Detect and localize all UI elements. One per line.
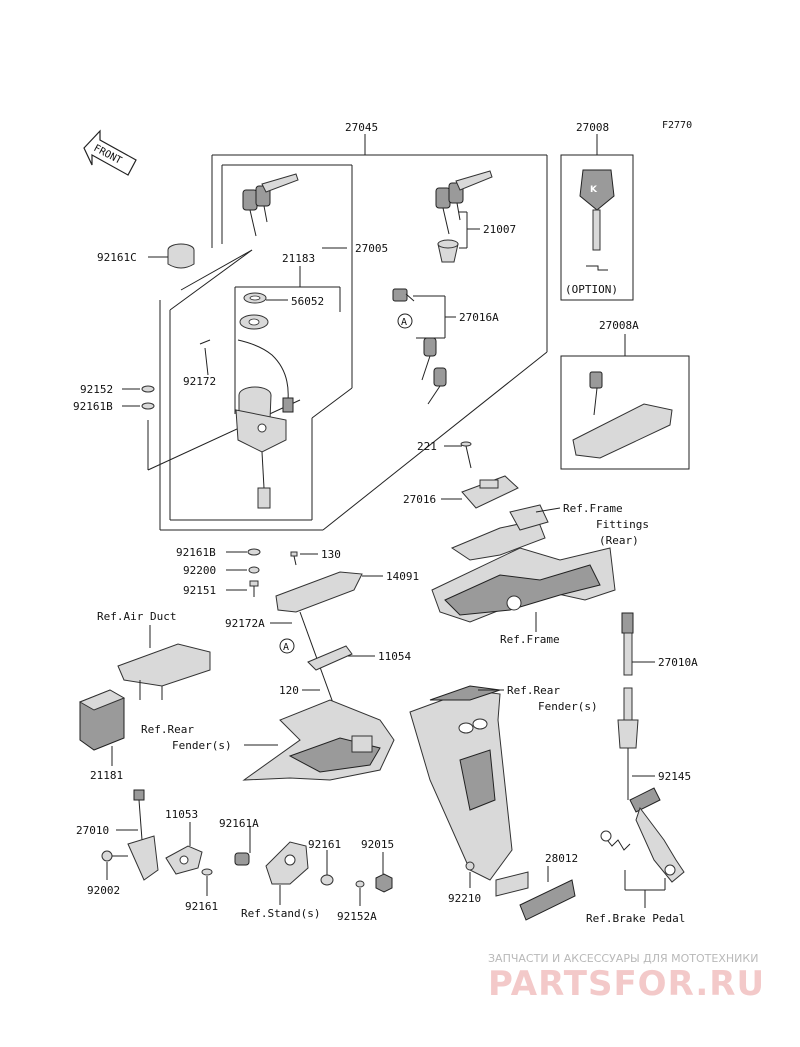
washer-92200-icon <box>248 566 260 574</box>
washer-mid-icon <box>247 548 261 556</box>
option-box-2 <box>560 355 690 470</box>
label-27016: 27016 <box>403 493 436 506</box>
label-221: 221 <box>417 440 437 453</box>
kawasaki-key-icon: K <box>579 169 615 251</box>
key-tag-icon <box>572 371 673 459</box>
key-blade-icon <box>586 265 608 271</box>
label-27008A: 27008A <box>599 319 639 332</box>
label-11054: 11054 <box>378 650 411 663</box>
label-ref-frame-fittings-3: (Rear) <box>599 534 639 547</box>
label-92161C: 92161C <box>97 251 137 264</box>
label-92015: 92015 <box>361 838 394 851</box>
screw-130-icon <box>290 551 298 566</box>
label-92151: 92151 <box>183 584 216 597</box>
label-28012: 28012 <box>545 852 578 865</box>
label-92161B-top: 92161B <box>73 400 113 413</box>
rear-fender-icon <box>242 699 395 781</box>
washer-92161-left-icon <box>201 868 213 876</box>
label-92002: 92002 <box>87 884 120 897</box>
label-21183: 21183 <box>282 252 315 265</box>
label-92145: 92145 <box>658 770 691 783</box>
label-27016A: 27016A <box>459 311 499 324</box>
label-14091: 14091 <box>386 570 419 583</box>
label-92161B-mid: 92161B <box>176 546 216 559</box>
callout-a-top <box>397 313 413 329</box>
label-92161A: 92161A <box>219 817 259 830</box>
label-56052: 56052 <box>291 295 324 308</box>
nut-92210-icon <box>465 861 475 871</box>
washer-92152A-icon <box>355 880 365 888</box>
label-ref-stand: Ref.Stand(s) <box>241 907 320 920</box>
bracket-11053-icon <box>165 845 203 875</box>
label-21007: 21007 <box>483 223 516 236</box>
label-92161-right: 92161 <box>308 838 341 851</box>
callout-a-bottom <box>279 638 295 654</box>
option-label: (OPTION) <box>565 283 618 296</box>
label-92172: 92172 <box>183 375 216 388</box>
nut-92015-icon <box>375 873 393 893</box>
ignition-switch-icon <box>235 314 294 509</box>
rear-fender-2-icon <box>409 685 513 881</box>
label-ref-rear-fender-2b: Fender(s) <box>538 700 598 713</box>
label-21181: 21181 <box>90 769 123 782</box>
label-ref-rear-fender-2a: Ref.Rear <box>507 684 560 697</box>
callout-a-bottom-label: A <box>283 642 289 653</box>
reflector-icon <box>495 871 576 921</box>
screw-92151-icon <box>249 580 259 597</box>
kit-bracket-27045 <box>147 134 548 531</box>
watermark-brand: PARTSFOR.RU <box>488 964 765 1004</box>
bracket-27016-icon <box>461 475 519 509</box>
label-27008: 27008 <box>576 121 609 134</box>
label-ref-frame-fittings-2: Fittings <box>596 518 649 531</box>
label-92172A: 92172A <box>225 617 265 630</box>
label-11053: 11053 <box>165 808 198 821</box>
key-transponder-icon <box>392 288 447 405</box>
svg-text:K: K <box>590 185 598 195</box>
label-92161-left: 92161 <box>185 900 218 913</box>
bolt-92002-icon <box>101 850 113 862</box>
label-120: 120 <box>279 684 299 697</box>
bracket-11054-icon <box>307 645 353 671</box>
stand-bracket-icon <box>265 841 309 885</box>
lock-cap-icon <box>437 239 459 263</box>
label-27005: 27005 <box>355 242 388 255</box>
sensor-switch-icon <box>617 612 639 800</box>
figure-code: F2770 <box>662 120 692 131</box>
side-stand-switch-icon <box>127 789 159 881</box>
label-ref-rear-fender-1b: Fender(s) <box>172 739 232 752</box>
washer-92161-right-icon <box>320 874 334 886</box>
rubber-cap-icon <box>167 243 195 269</box>
label-ref-frame-fittings-1: Ref.Frame <box>563 502 623 515</box>
rear-frame-icon <box>431 504 616 623</box>
bolt-icon <box>460 441 472 469</box>
label-92200: 92200 <box>183 564 216 577</box>
bracket-14091-icon <box>275 571 363 613</box>
label-ref-air-duct: Ref.Air Duct <box>97 610 176 623</box>
label-ref-frame: Ref.Frame <box>500 633 560 646</box>
label-130: 130 <box>321 548 341 561</box>
label-92210: 92210 <box>448 892 481 905</box>
relay-box-icon <box>78 689 126 751</box>
washer-2-icon <box>141 402 155 410</box>
brake-pedal-icon <box>600 787 685 883</box>
label-27010: 27010 <box>76 824 109 837</box>
washer-icon <box>141 385 155 393</box>
collar-92161A-icon <box>234 852 250 866</box>
label-27010A: 27010A <box>658 656 698 669</box>
key-set-2-icon <box>435 170 493 235</box>
label-92152A: 92152A <box>337 910 377 923</box>
label-27045: 27045 <box>345 121 378 134</box>
option-box <box>560 154 634 301</box>
callout-a-top-label: A <box>401 317 407 328</box>
label-92152-top: 92152 <box>80 383 113 396</box>
label-ref-rear-fender-1a: Ref.Rear <box>141 723 194 736</box>
key-set-icon <box>242 173 299 237</box>
label-ref-brake-pedal: Ref.Brake Pedal <box>586 912 685 925</box>
watermark-tagline: ЗАПЧАСТИ И АКСЕССУАРЫ ДЛЯ МОТОТЕХНИКИ <box>488 952 758 965</box>
front-arrow-icon: FRONT <box>83 129 137 176</box>
air-duct-bracket-icon <box>117 643 211 700</box>
